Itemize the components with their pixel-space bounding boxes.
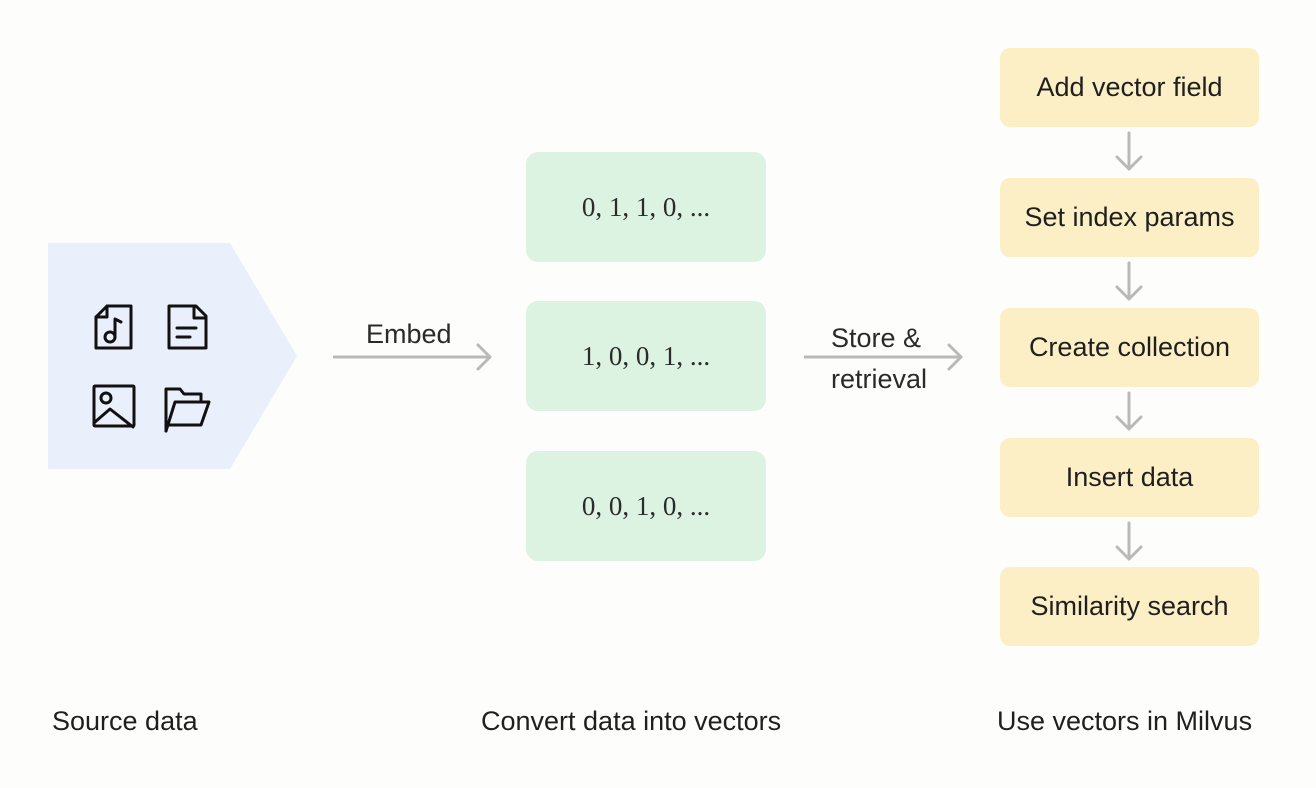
vector-box-1: 0, 1, 1, 0, ...: [526, 152, 766, 262]
caption-convert-data: Convert data into vectors: [481, 706, 782, 736]
step-insert-data: Insert data: [1000, 438, 1259, 517]
step-arrow-2: [1113, 261, 1145, 303]
caption-milvus: Use vectors in Milvus: [997, 706, 1253, 736]
step-similarity-search: Similarity search: [1000, 567, 1259, 646]
embed-label: Embed: [366, 319, 452, 349]
step-arrow-3: [1113, 391, 1145, 433]
caption-source-data: Source data: [52, 706, 198, 736]
vector-box-3: 0, 0, 1, 0, ...: [526, 451, 766, 561]
music-file-icon: [93, 303, 137, 351]
step-set-index-params: Set index params: [1000, 178, 1259, 257]
image-file-icon: [92, 383, 136, 431]
store-retrieval-arrow: [804, 343, 966, 371]
source-data-panel: [48, 243, 297, 469]
step-create-collection: Create collection: [1000, 308, 1259, 387]
folder-icon: [163, 383, 211, 433]
store-label-line2: retrieval: [831, 364, 928, 394]
step-arrow-1: [1113, 131, 1145, 173]
document-file-icon: [166, 303, 210, 351]
embed-arrow: [333, 343, 495, 371]
vector-box-2: 1, 0, 0, 1, ...: [526, 301, 766, 411]
store-label-line1: Store &: [831, 323, 922, 353]
step-arrow-4: [1113, 521, 1145, 563]
step-add-vector-field: Add vector field: [1000, 48, 1259, 127]
